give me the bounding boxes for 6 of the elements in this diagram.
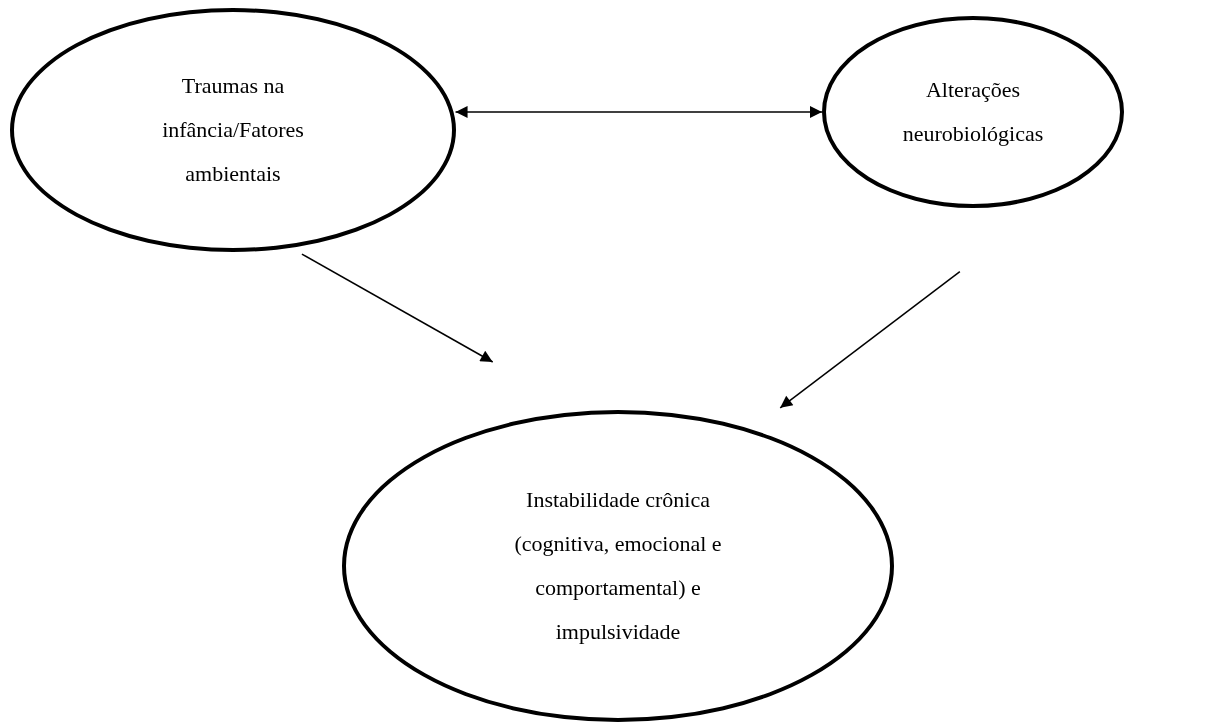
node-label: Alterações neurobiológicas	[901, 76, 1045, 148]
arrow	[454, 105, 823, 118]
node-label: Instabilidade crônica (cognitiva, emocional e comportamental) e impulsividade	[513, 486, 723, 646]
arrow	[779, 270, 961, 409]
arrow	[301, 253, 494, 363]
node-label: Traumas na infância/Fatores ambientais	[161, 72, 305, 188]
